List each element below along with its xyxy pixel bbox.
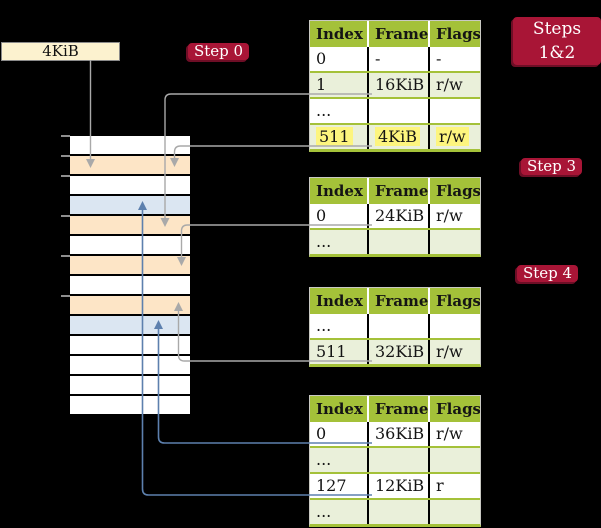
table-row: 0 - -: [310, 47, 480, 71]
cell-frame: -: [367, 47, 428, 71]
tick-mark: [61, 255, 70, 257]
page-table-3: Index Frame Flags ... 511 32KiB r/w: [309, 287, 481, 367]
column-header-index: Index: [316, 25, 363, 43]
cell-index: ...: [316, 316, 332, 335]
cell-flags: [428, 500, 480, 524]
table-row: ...: [310, 498, 480, 524]
cell-frame: 4KiB: [367, 125, 428, 149]
table-row: ...: [310, 228, 480, 254]
cell-index: ...: [316, 502, 332, 521]
cell-index: ...: [316, 101, 332, 120]
cell-frame: 36KiB: [367, 422, 428, 446]
column-header-flags: Flags: [428, 396, 480, 422]
cell-index: 511: [310, 125, 367, 149]
label-steps-1-2: Steps 1&2: [513, 17, 601, 65]
table-row: ...: [310, 446, 480, 472]
cell-flags: r/w: [428, 204, 480, 228]
cell-flags: r/w: [428, 422, 480, 446]
table-row-highlighted: 511 4KiB r/w: [310, 123, 480, 149]
column-header-frame: Frame: [367, 178, 428, 204]
cell-index: ...: [316, 450, 332, 469]
cell-frame: [367, 230, 428, 254]
cell-frame: [367, 314, 428, 338]
cell-flags: r/w: [428, 340, 480, 364]
cell-index: 511: [316, 342, 347, 361]
tick-mark: [61, 155, 70, 157]
table-row: 1 16KiB r/w: [310, 71, 480, 97]
cell-index: 0: [316, 206, 327, 225]
cell-flags: [428, 448, 480, 472]
cell-frame: [367, 99, 428, 123]
memory-row: [70, 236, 190, 256]
memory-row: [70, 276, 190, 296]
table-header-row: Index Frame Flags: [310, 396, 480, 422]
cell-frame: 24KiB: [367, 204, 428, 228]
column-header-frame: Frame: [367, 21, 428, 47]
cell-index: 127: [316, 476, 347, 495]
column-header-flags: Flags: [428, 288, 480, 314]
memory-row: [70, 196, 190, 216]
memory-row: [70, 356, 190, 376]
tick-mark: [61, 215, 70, 217]
column-header-index: Index: [316, 182, 363, 200]
memory-row: [70, 216, 190, 236]
cell-frame: 16KiB: [367, 73, 428, 97]
cell-index: 0: [316, 424, 327, 443]
memory-row: [70, 256, 190, 276]
cell-index: 1: [316, 75, 327, 94]
table-row: 0 36KiB r/w: [310, 422, 480, 446]
memory-row: [70, 136, 190, 156]
cell-frame: 12KiB: [367, 474, 428, 498]
label-step-4: Step 4: [517, 265, 579, 282]
column-header-flags: Flags: [428, 178, 480, 204]
table-row: 511 32KiB r/w: [310, 338, 480, 364]
page-table-2: Index Frame Flags 0 24KiB r/w ...: [309, 177, 481, 257]
table-header-row: Index Frame Flags: [310, 21, 480, 47]
tick-mark: [61, 175, 70, 177]
cell-index: 0: [316, 49, 327, 68]
page-table-1: Index Frame Flags 0 - - 1 16KiB r/w ... …: [309, 20, 481, 152]
table-row: 127 12KiB r: [310, 472, 480, 498]
cell-flags: r: [428, 474, 480, 498]
cell-flags: [428, 314, 480, 338]
memory-row: [70, 316, 190, 336]
cell-index: ...: [316, 232, 332, 251]
cell-flags: -: [428, 47, 480, 71]
table-row: ...: [310, 314, 480, 338]
tick-mark: [61, 295, 70, 297]
table-row: 0 24KiB r/w: [310, 204, 480, 228]
column-header-index: Index: [316, 400, 363, 418]
cell-flags: r/w: [428, 125, 480, 149]
cell-frame: 32KiB: [367, 340, 428, 364]
column-header-index: Index: [316, 292, 363, 310]
cell-flags: r/w: [428, 73, 480, 97]
cell-flags: [428, 99, 480, 123]
page-table-4: Index Frame Flags 0 36KiB r/w ... 127 12…: [309, 395, 481, 527]
cell-flags: [428, 230, 480, 254]
column-header-flags: Flags: [428, 21, 480, 47]
memory-row: [70, 336, 190, 356]
label-step-3: Step 3: [521, 158, 583, 175]
cell-frame: [367, 500, 428, 524]
tick-mark: [61, 135, 70, 137]
page-size-box: 4KiB: [1, 42, 120, 61]
column-header-frame: Frame: [367, 288, 428, 314]
memory-row: [70, 176, 190, 196]
physical-memory-stack: [70, 136, 190, 416]
memory-row: [70, 156, 190, 176]
memory-row: [70, 376, 190, 396]
memory-row: [70, 396, 190, 416]
table-row: ...: [310, 97, 480, 123]
memory-row: [70, 296, 190, 316]
table-header-row: Index Frame Flags: [310, 178, 480, 204]
column-header-frame: Frame: [367, 396, 428, 422]
label-step-0: Step 0: [188, 43, 250, 60]
table-header-row: Index Frame Flags: [310, 288, 480, 314]
cell-frame: [367, 448, 428, 472]
